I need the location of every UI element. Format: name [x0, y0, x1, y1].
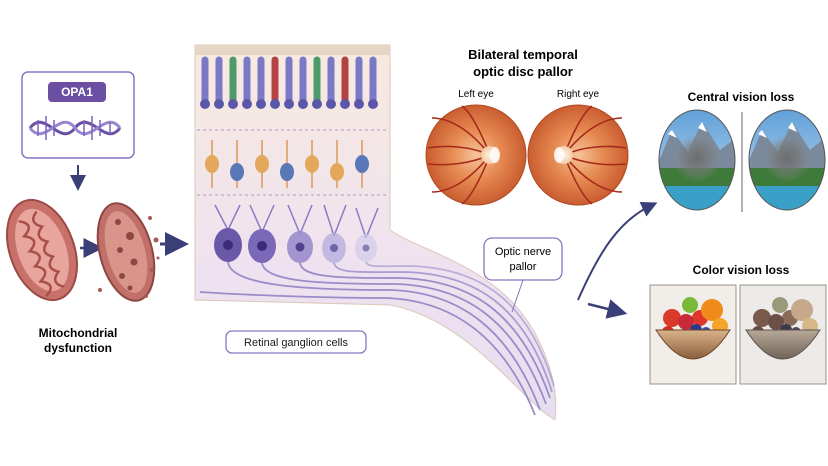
ganglion-cell-layer: [214, 204, 379, 263]
photoreceptor-layer: [200, 56, 378, 109]
left-fundus-image: [425, 104, 527, 206]
damaged-mitochondrion: [96, 202, 160, 302]
central-vision-scene-left: [659, 110, 735, 210]
arrow-to-color-vision: [587, 299, 628, 319]
retina-cross-section: [194, 44, 557, 421]
opa1-label: OPA1: [61, 85, 93, 99]
optic-nerve-axons: [199, 261, 555, 416]
optic-nerve-label-line1: Optic nerve: [495, 246, 551, 258]
retina-caption-box: Retinal ganglion cells: [225, 330, 367, 354]
retina-caption: Retinal ganglion cells: [244, 337, 348, 349]
optic-disc-title-line2: optic disc pallor: [473, 64, 573, 79]
mito-caption-line1: Mitochondrial: [39, 326, 118, 340]
dna-helix-icon: [28, 116, 122, 140]
opa1-gene-panel: OPA1: [21, 71, 135, 159]
right-fundus-image: [527, 104, 629, 206]
fruit-bowl-desaturated: [739, 284, 827, 385]
left-eye-label: Left eye: [458, 89, 494, 100]
central-vision-scene-right: [749, 110, 825, 210]
optic-nerve-label-line2: pallor: [510, 261, 537, 273]
color-vision-title: Color vision loss: [693, 263, 790, 277]
healthy-mitochondrion: [6, 198, 78, 302]
optic-nerve-label-box: Optic nerve pallor: [483, 237, 563, 313]
central-vision-title: Central vision loss: [688, 90, 795, 104]
right-eye-label: Right eye: [557, 89, 600, 100]
opa1-label-badge: [48, 82, 106, 102]
fruit-bowl-normal: [649, 284, 737, 385]
mito-caption-line2: dysfunction: [44, 341, 112, 355]
arrow-to-central-vision: [577, 202, 658, 301]
optic-disc-title-line1: Bilateral temporal: [468, 47, 578, 62]
bipolar-cell-layer: [205, 140, 369, 188]
